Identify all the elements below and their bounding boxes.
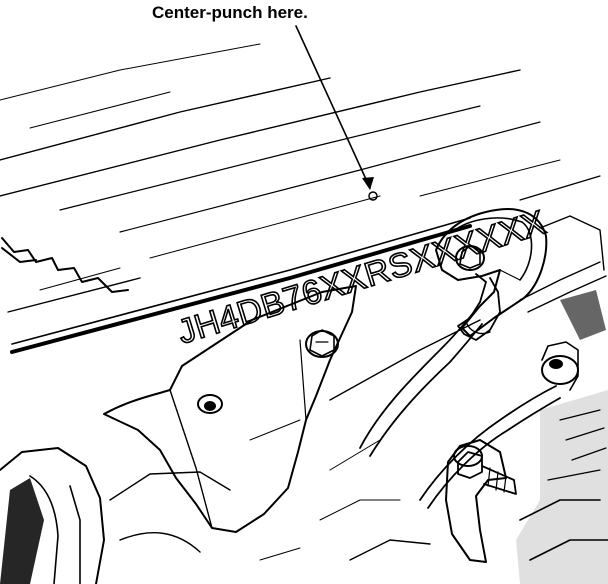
lower-left-assembly bbox=[0, 447, 231, 584]
vin-stamp: JH4DB76XXRSXXXXXX bbox=[173, 203, 550, 351]
callout-leader-line bbox=[295, 25, 371, 189]
center-punch-mark bbox=[368, 191, 378, 201]
callout-arrowhead bbox=[362, 177, 374, 190]
callout-label: Center-punch here. bbox=[152, 3, 308, 22]
left-bracket bbox=[103, 285, 357, 533]
panel-seam bbox=[10, 224, 472, 354]
background-detail-lines bbox=[249, 419, 431, 561]
lower-right-machinery bbox=[516, 175, 608, 584]
metal-lines bbox=[329, 261, 607, 509]
left-bolt-head bbox=[197, 394, 223, 414]
upper-panel bbox=[0, 43, 561, 293]
bracket-bolt-head bbox=[305, 330, 339, 358]
ground-stud bbox=[445, 439, 517, 563]
